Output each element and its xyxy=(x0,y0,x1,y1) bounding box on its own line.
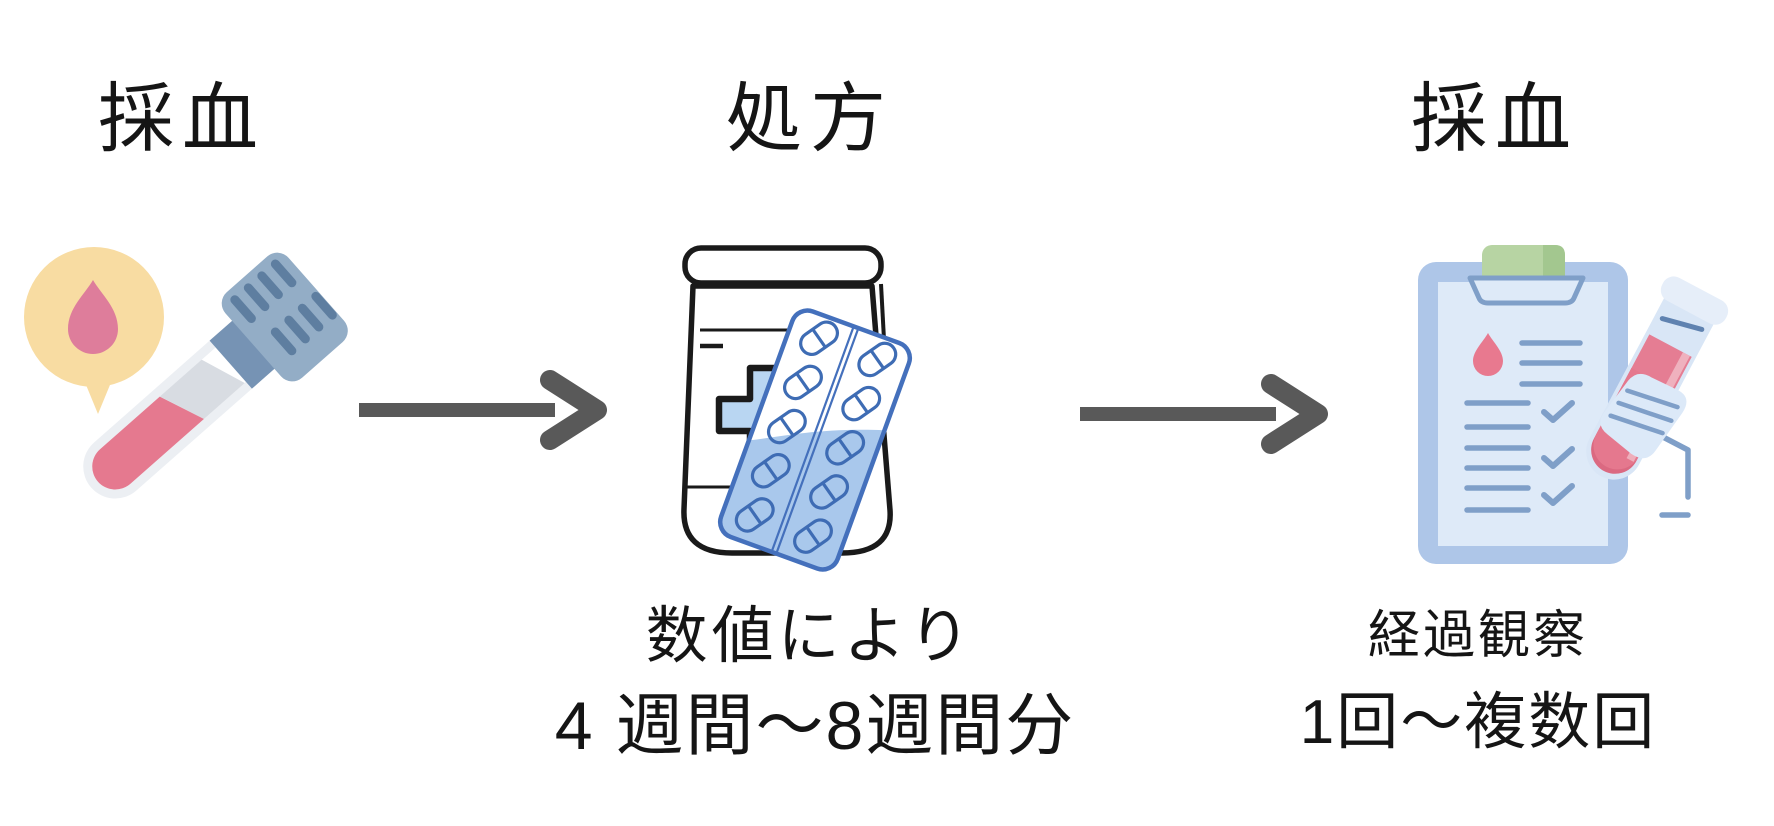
pill-blister-pack xyxy=(715,308,913,574)
flow-arrow-1 xyxy=(359,370,607,450)
step2-title: 処方 xyxy=(726,77,894,162)
step2-caption-line2: 4 週間〜8週間分 xyxy=(554,688,1076,764)
checklist-lines xyxy=(1464,340,1583,513)
blood-test-tube xyxy=(82,252,348,499)
tube-cap xyxy=(221,252,348,382)
step2-caption-line1: 数値により xyxy=(645,602,975,671)
step3-caption-line1: 経過観察 xyxy=(1367,607,1589,665)
blood-drop-icon xyxy=(1473,333,1503,376)
blood-drop-icon xyxy=(68,280,118,354)
step3-caption-line2: 1回〜複数回 xyxy=(1299,688,1657,757)
blood-drop-bubble-and-test-tube-icon xyxy=(24,247,348,499)
clipboard xyxy=(1418,245,1628,564)
glove-finger-lines xyxy=(1608,388,1680,436)
measure-marks xyxy=(1659,434,1691,518)
flow-arrow-2 xyxy=(1080,374,1328,454)
checkup-clipboard-and-test-tube-icon xyxy=(1418,245,1729,564)
step3-title: 採血 xyxy=(1411,77,1579,162)
step1-title: 採血 xyxy=(98,77,266,162)
tube-cap-ridges xyxy=(230,259,337,356)
medicine-bag-and-pill-blister-icon xyxy=(681,245,913,574)
blood-test-tube xyxy=(1586,276,1729,480)
blood-drop-speech-bubble xyxy=(24,247,164,414)
pill-capsules xyxy=(734,320,898,554)
checkmark-icons xyxy=(1541,400,1575,506)
